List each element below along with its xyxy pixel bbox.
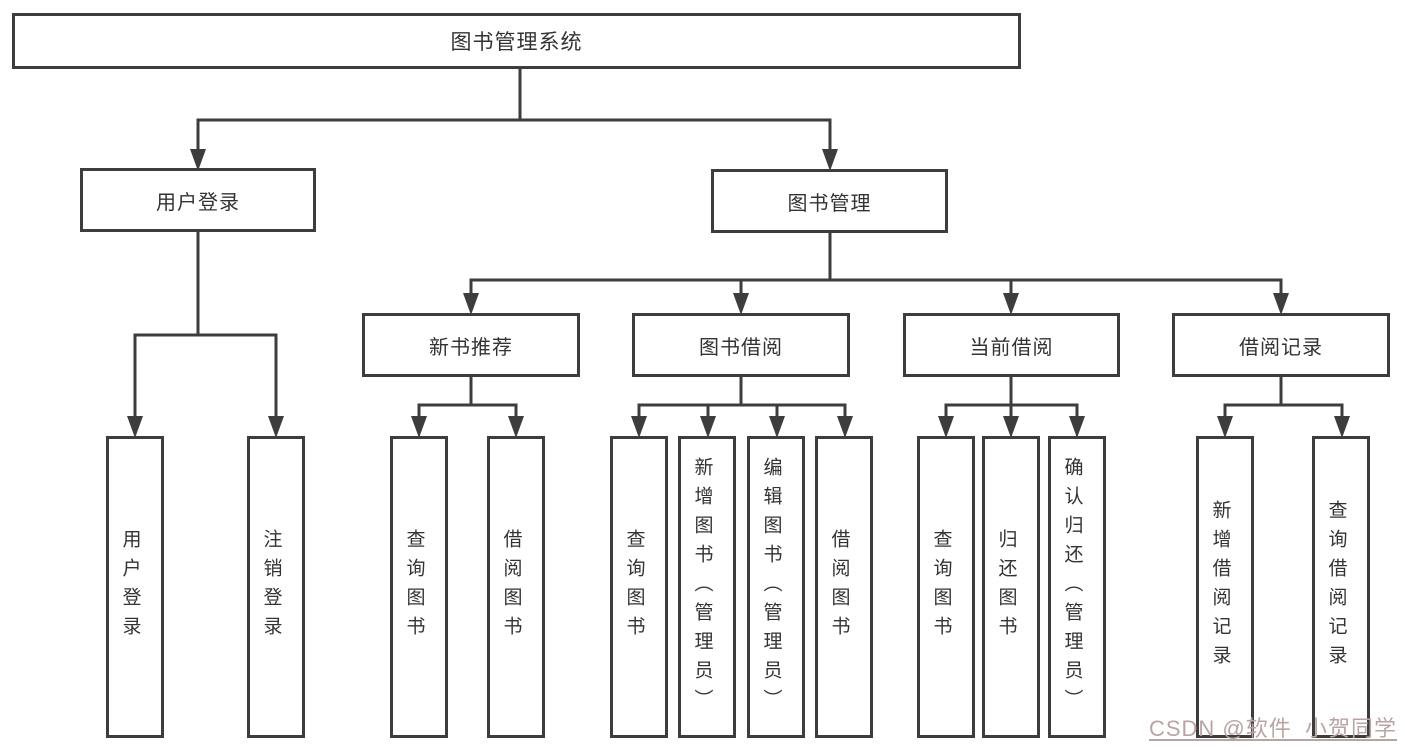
node-borrowing-records: 借阅记录 (1172, 313, 1390, 377)
leaf-return-books-label: 归还图书 (995, 529, 1017, 645)
node-current-borrowing-label: 当前借阅 (969, 336, 1054, 359)
leaf-query-books-current-label: 查询图书 (930, 529, 952, 645)
leaf-logout: 注销登录 (247, 436, 305, 738)
leaf-add-books-admin-label: 新增图书（管理员） (691, 456, 713, 718)
leaf-add-borrow-record-label: 新增借阅记录 (1209, 500, 1231, 674)
node-book-management-label: 图书管理 (787, 192, 872, 215)
node-library-system-label: 图书管理系统 (450, 31, 583, 54)
csdn-watermark: CSDN @软件_小贺同学 (1148, 716, 1397, 741)
leaf-edit-books-admin: 编辑图书（管理员） (747, 436, 805, 738)
leaf-logout-label: 注销登录 (260, 529, 282, 645)
node-new-book-recommendation-label: 新书推荐 (429, 336, 513, 359)
leaf-edit-books-admin-label: 编辑图书（管理员） (760, 456, 782, 718)
node-borrowing-records-label: 借阅记录 (1239, 336, 1323, 359)
leaf-confirm-return-admin: 确认归还（管理员） (1048, 436, 1106, 738)
leaf-add-borrow-record: 新增借阅记录 (1196, 436, 1254, 738)
node-library-system: 图书管理系统 (12, 13, 1021, 69)
leaf-user-login-label: 用户登录 (119, 529, 141, 645)
node-new-book-recommendation: 新书推荐 (362, 313, 580, 377)
node-book-borrowing: 图书借阅 (632, 313, 850, 377)
connector-paths (133, 68, 1344, 426)
leaf-query-books-recommend: 查询图书 (390, 436, 448, 738)
leaf-query-books-borrow-label: 查询图书 (623, 529, 645, 645)
leaf-query-borrow-record-label: 查询借阅记录 (1325, 500, 1347, 674)
node-user-login-label: 用户登录 (156, 191, 240, 214)
leaf-borrow-books-label: 借阅图书 (828, 529, 850, 645)
node-current-borrowing: 当前借阅 (903, 313, 1120, 377)
leaf-borrow-books-recommend-label: 借阅图书 (500, 529, 522, 645)
leaf-query-books-current: 查询图书 (917, 436, 975, 738)
leaf-query-borrow-record: 查询借阅记录 (1312, 436, 1370, 738)
node-book-borrowing-label: 图书借阅 (699, 336, 783, 359)
leaf-borrow-books-recommend: 借阅图书 (487, 436, 545, 738)
node-user-login: 用户登录 (80, 168, 316, 232)
leaf-user-login: 用户登录 (106, 436, 164, 738)
arrowheads (127, 149, 1350, 438)
leaf-query-books-borrow: 查询图书 (610, 436, 668, 738)
leaf-borrow-books: 借阅图书 (815, 436, 873, 738)
leaf-query-books-recommend-label: 查询图书 (403, 529, 425, 645)
node-book-management: 图书管理 (711, 169, 948, 233)
leaf-return-books: 归还图书 (982, 436, 1040, 738)
leaf-add-books-admin: 新增图书（管理员） (678, 436, 736, 738)
leaf-confirm-return-admin-label: 确认归还（管理员） (1061, 456, 1083, 718)
